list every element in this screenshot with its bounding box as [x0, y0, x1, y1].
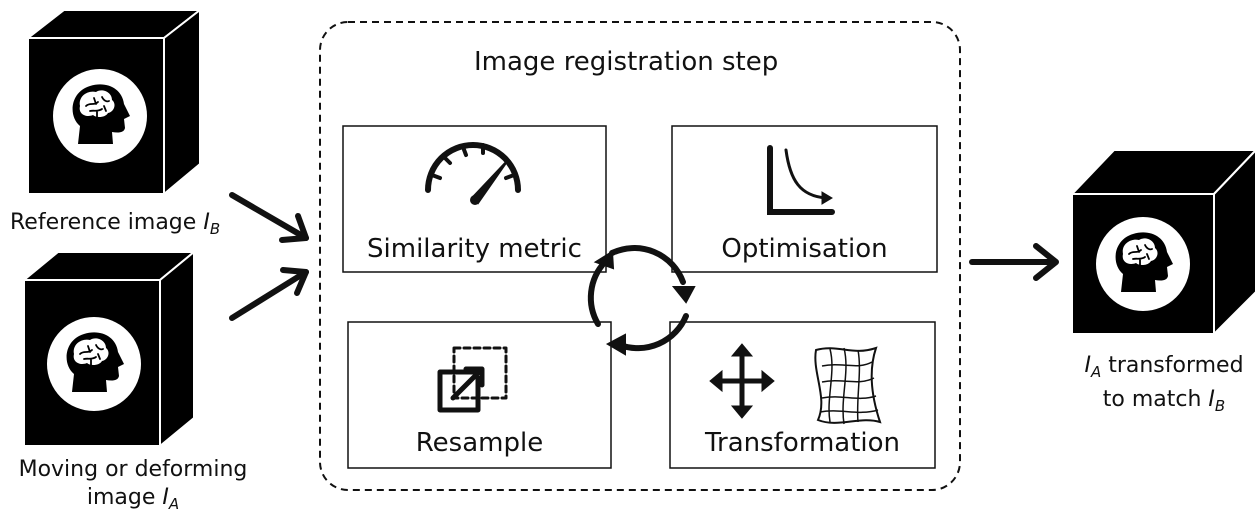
registration-step-frame: [319, 21, 961, 491]
similarity-metric-box: [342, 125, 607, 273]
brain-head-icon: [46, 316, 142, 412]
moving-arrow: [229, 267, 309, 321]
reference-arrow: [229, 192, 309, 243]
transformation-label: Transformation: [704, 428, 901, 458]
optimisation-label: Optimisation: [721, 234, 888, 264]
output-arrow: [969, 243, 1059, 281]
iteration-loop-arrows: [587, 245, 696, 356]
speedometer-icon: [425, 142, 521, 205]
optimisation-box: [671, 125, 938, 273]
decay-curve-icon: [767, 145, 835, 215]
output-image-label: IA transformed to match IB: [1084, 353, 1244, 415]
move-arrows-icon: [709, 343, 775, 419]
similarity-metric-label: Similarity metric: [367, 234, 582, 264]
brain-head-icon: [52, 68, 148, 164]
brain-head-icon: [1095, 216, 1191, 312]
output-cube-icon: [1069, 147, 1259, 337]
deformation-grid-icon: [814, 346, 882, 425]
moving-image-label: Moving or deforming image IA: [18, 457, 248, 513]
reference-cube-icon: [25, 7, 203, 197]
step-title: Image registration step: [474, 47, 779, 77]
transformation-box: [669, 321, 936, 469]
resample-label: Resample: [415, 428, 544, 458]
resize-icon: [437, 346, 508, 413]
moving-cube-icon: [21, 249, 197, 449]
reference-image-label: Reference image IB: [10, 210, 221, 238]
